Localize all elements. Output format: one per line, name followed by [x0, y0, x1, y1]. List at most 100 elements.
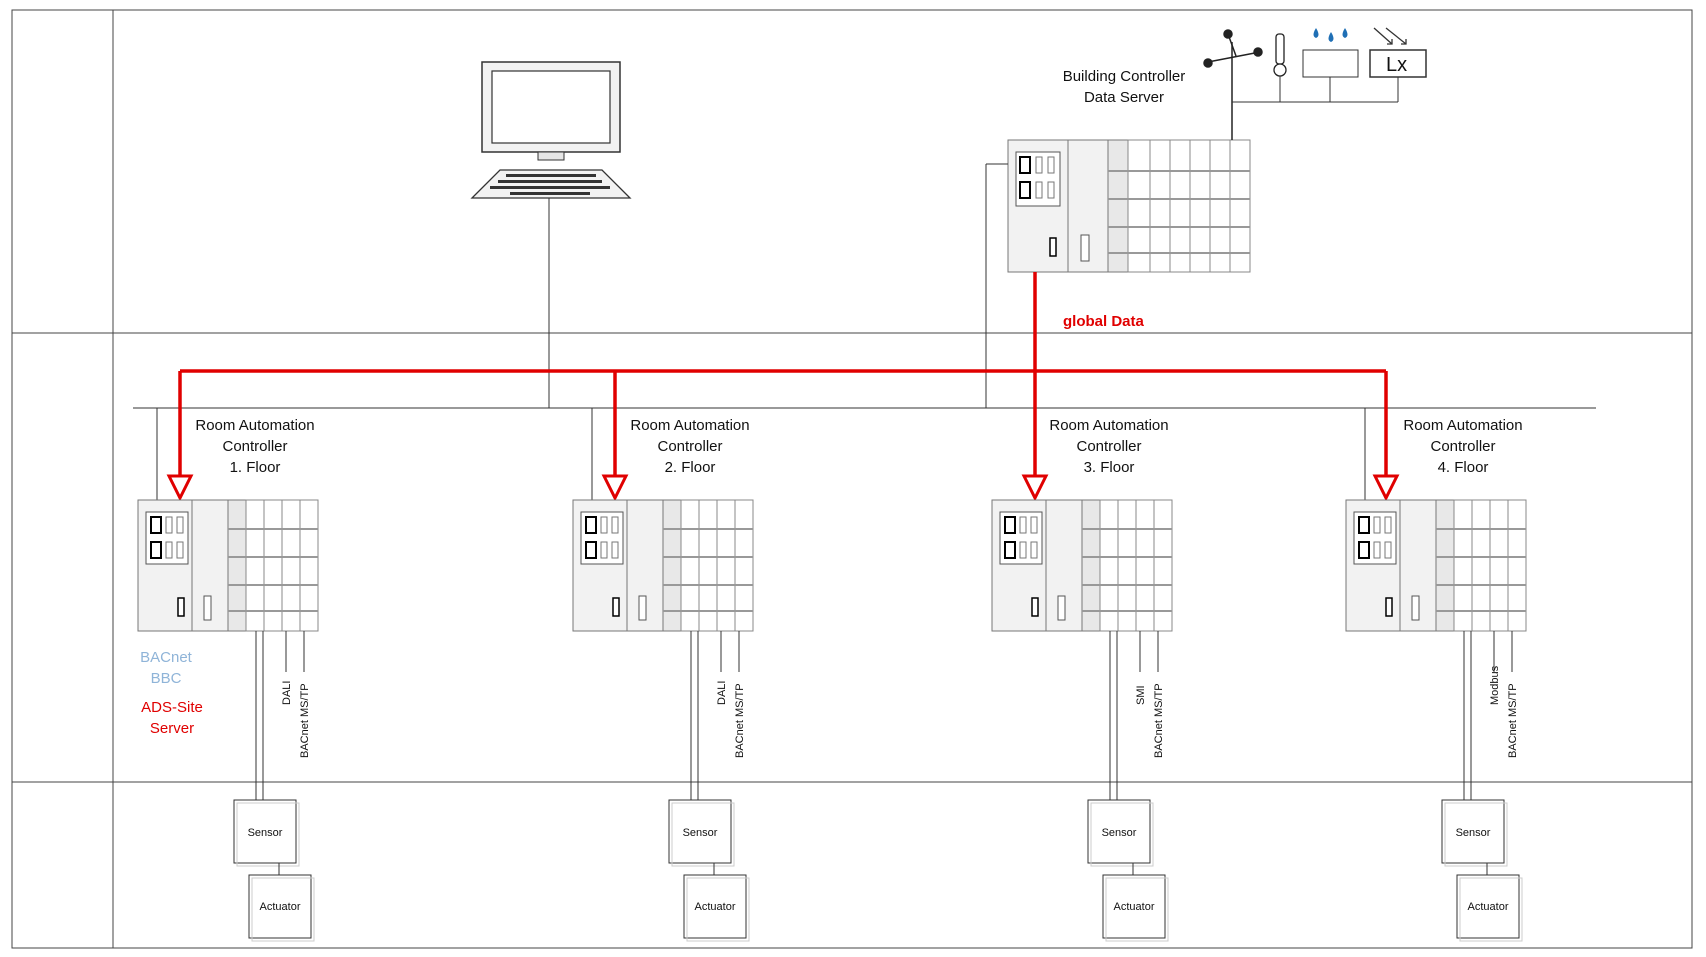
controller-slot [1030, 541, 1038, 559]
terminal-divider [1082, 556, 1172, 558]
controller-led [203, 595, 212, 621]
actuator-label: Actuator [695, 901, 736, 913]
actuator-shadow [686, 877, 750, 942]
sensor-wiring [985, 76, 1399, 408]
bus-label-1: Modbus [1489, 665, 1501, 705]
bus-label-2: BACnet MS/TP [299, 683, 311, 758]
controller-title-title1: Room Automation [630, 417, 749, 434]
controller-port [1004, 541, 1016, 559]
bus-label-1: DALI [281, 681, 293, 705]
controller-title-title1: Room Automation [1049, 417, 1168, 434]
io-terminal [1507, 499, 1527, 632]
controller-slot [1373, 516, 1381, 534]
building-controller-title: Building Controller [1063, 68, 1186, 85]
controller-title-title1: Room Automation [195, 417, 314, 434]
controller-title-title2: Controller [657, 438, 722, 455]
thermometer-icon [1273, 33, 1287, 77]
terminal-divider [228, 556, 318, 558]
actuator-shadow [1459, 877, 1523, 942]
controller-title-title1: Room Automation [1403, 417, 1522, 434]
controller-port [150, 516, 162, 534]
sensor-shadow [1444, 802, 1508, 867]
controller-title-floor: 3. Floor [1084, 459, 1135, 476]
controller-slot [1384, 516, 1392, 534]
terminal-divider [663, 556, 753, 558]
controller-led [1411, 595, 1420, 621]
actuator-box [683, 874, 747, 939]
terminal-divider [663, 584, 753, 586]
sensor-label: Sensor [1456, 827, 1491, 839]
controller-slot [611, 541, 619, 559]
controller-slot [611, 516, 619, 534]
global-data-arrowhead [601, 474, 629, 502]
actuator-shadow [251, 877, 315, 942]
actuator-label: Actuator [1468, 901, 1509, 913]
terminal-divider [1436, 610, 1526, 612]
controller-slot [1373, 541, 1381, 559]
room-controller-device [137, 499, 319, 632]
sensor-label: Sensor [248, 827, 283, 839]
bacnet-label: BACnet [140, 649, 193, 666]
rain-sensor-icon [1302, 28, 1359, 78]
bbc-label: BBC [151, 670, 182, 687]
actuator-box [1456, 874, 1520, 939]
io-terminal [734, 499, 754, 632]
building-controller-subtitle: Data Server [1084, 89, 1164, 106]
terminal-divider [663, 610, 753, 612]
controller-led [1057, 595, 1066, 621]
controller-port [1358, 541, 1370, 559]
level-grid [11, 9, 1693, 949]
terminal-divider [1082, 584, 1172, 586]
controller-slot [176, 516, 184, 534]
controller-slot [1384, 541, 1392, 559]
ads-server-label: Server [150, 720, 194, 737]
lux-sensor-icon: Lx [1369, 27, 1427, 78]
global-data-arrowhead [1372, 474, 1400, 502]
controller-slot [600, 516, 608, 534]
terminal-divider [1436, 528, 1526, 530]
controller-port [1004, 516, 1016, 534]
bus-label-1: SMI [1135, 685, 1147, 705]
controller-slot [600, 541, 608, 559]
sensor-shadow [1090, 802, 1154, 867]
io-terminal [299, 499, 319, 632]
controller-slot [1019, 541, 1027, 559]
global-data-arrowhead [1021, 474, 1049, 502]
controller-port [585, 516, 597, 534]
terminal-divider [1082, 610, 1172, 612]
terminal-divider [1436, 584, 1526, 586]
actuator-box [1102, 874, 1166, 939]
actuator-shadow [1105, 877, 1169, 942]
room-controller-device [572, 499, 754, 632]
sensor-box [233, 799, 297, 864]
terminal-divider [228, 584, 318, 586]
controller-led [638, 595, 647, 621]
controller-slot [165, 516, 173, 534]
sensor-box [668, 799, 732, 864]
controller-port [150, 541, 162, 559]
controller-title-title2: Controller [222, 438, 287, 455]
controller-card-slot [1031, 597, 1039, 617]
bus-label-2: BACnet MS/TP [734, 683, 746, 758]
sensor-shadow [671, 802, 735, 867]
room-controller-device [1345, 499, 1527, 632]
controller-port [1358, 516, 1370, 534]
io-terminal [1153, 499, 1173, 632]
controller-title-title2: Controller [1430, 438, 1495, 455]
sensor-box [1441, 799, 1505, 864]
terminal-divider [663, 528, 753, 530]
terminal-divider [228, 528, 318, 530]
actuator-label: Actuator [1114, 901, 1155, 913]
terminal-divider [1082, 528, 1172, 530]
computer-icon [470, 61, 632, 199]
global-data-label: global Data [1063, 313, 1145, 330]
actuator-box [248, 874, 312, 939]
terminal-divider [228, 610, 318, 612]
sensor-shadow [236, 802, 300, 867]
sensor-box [1087, 799, 1151, 864]
